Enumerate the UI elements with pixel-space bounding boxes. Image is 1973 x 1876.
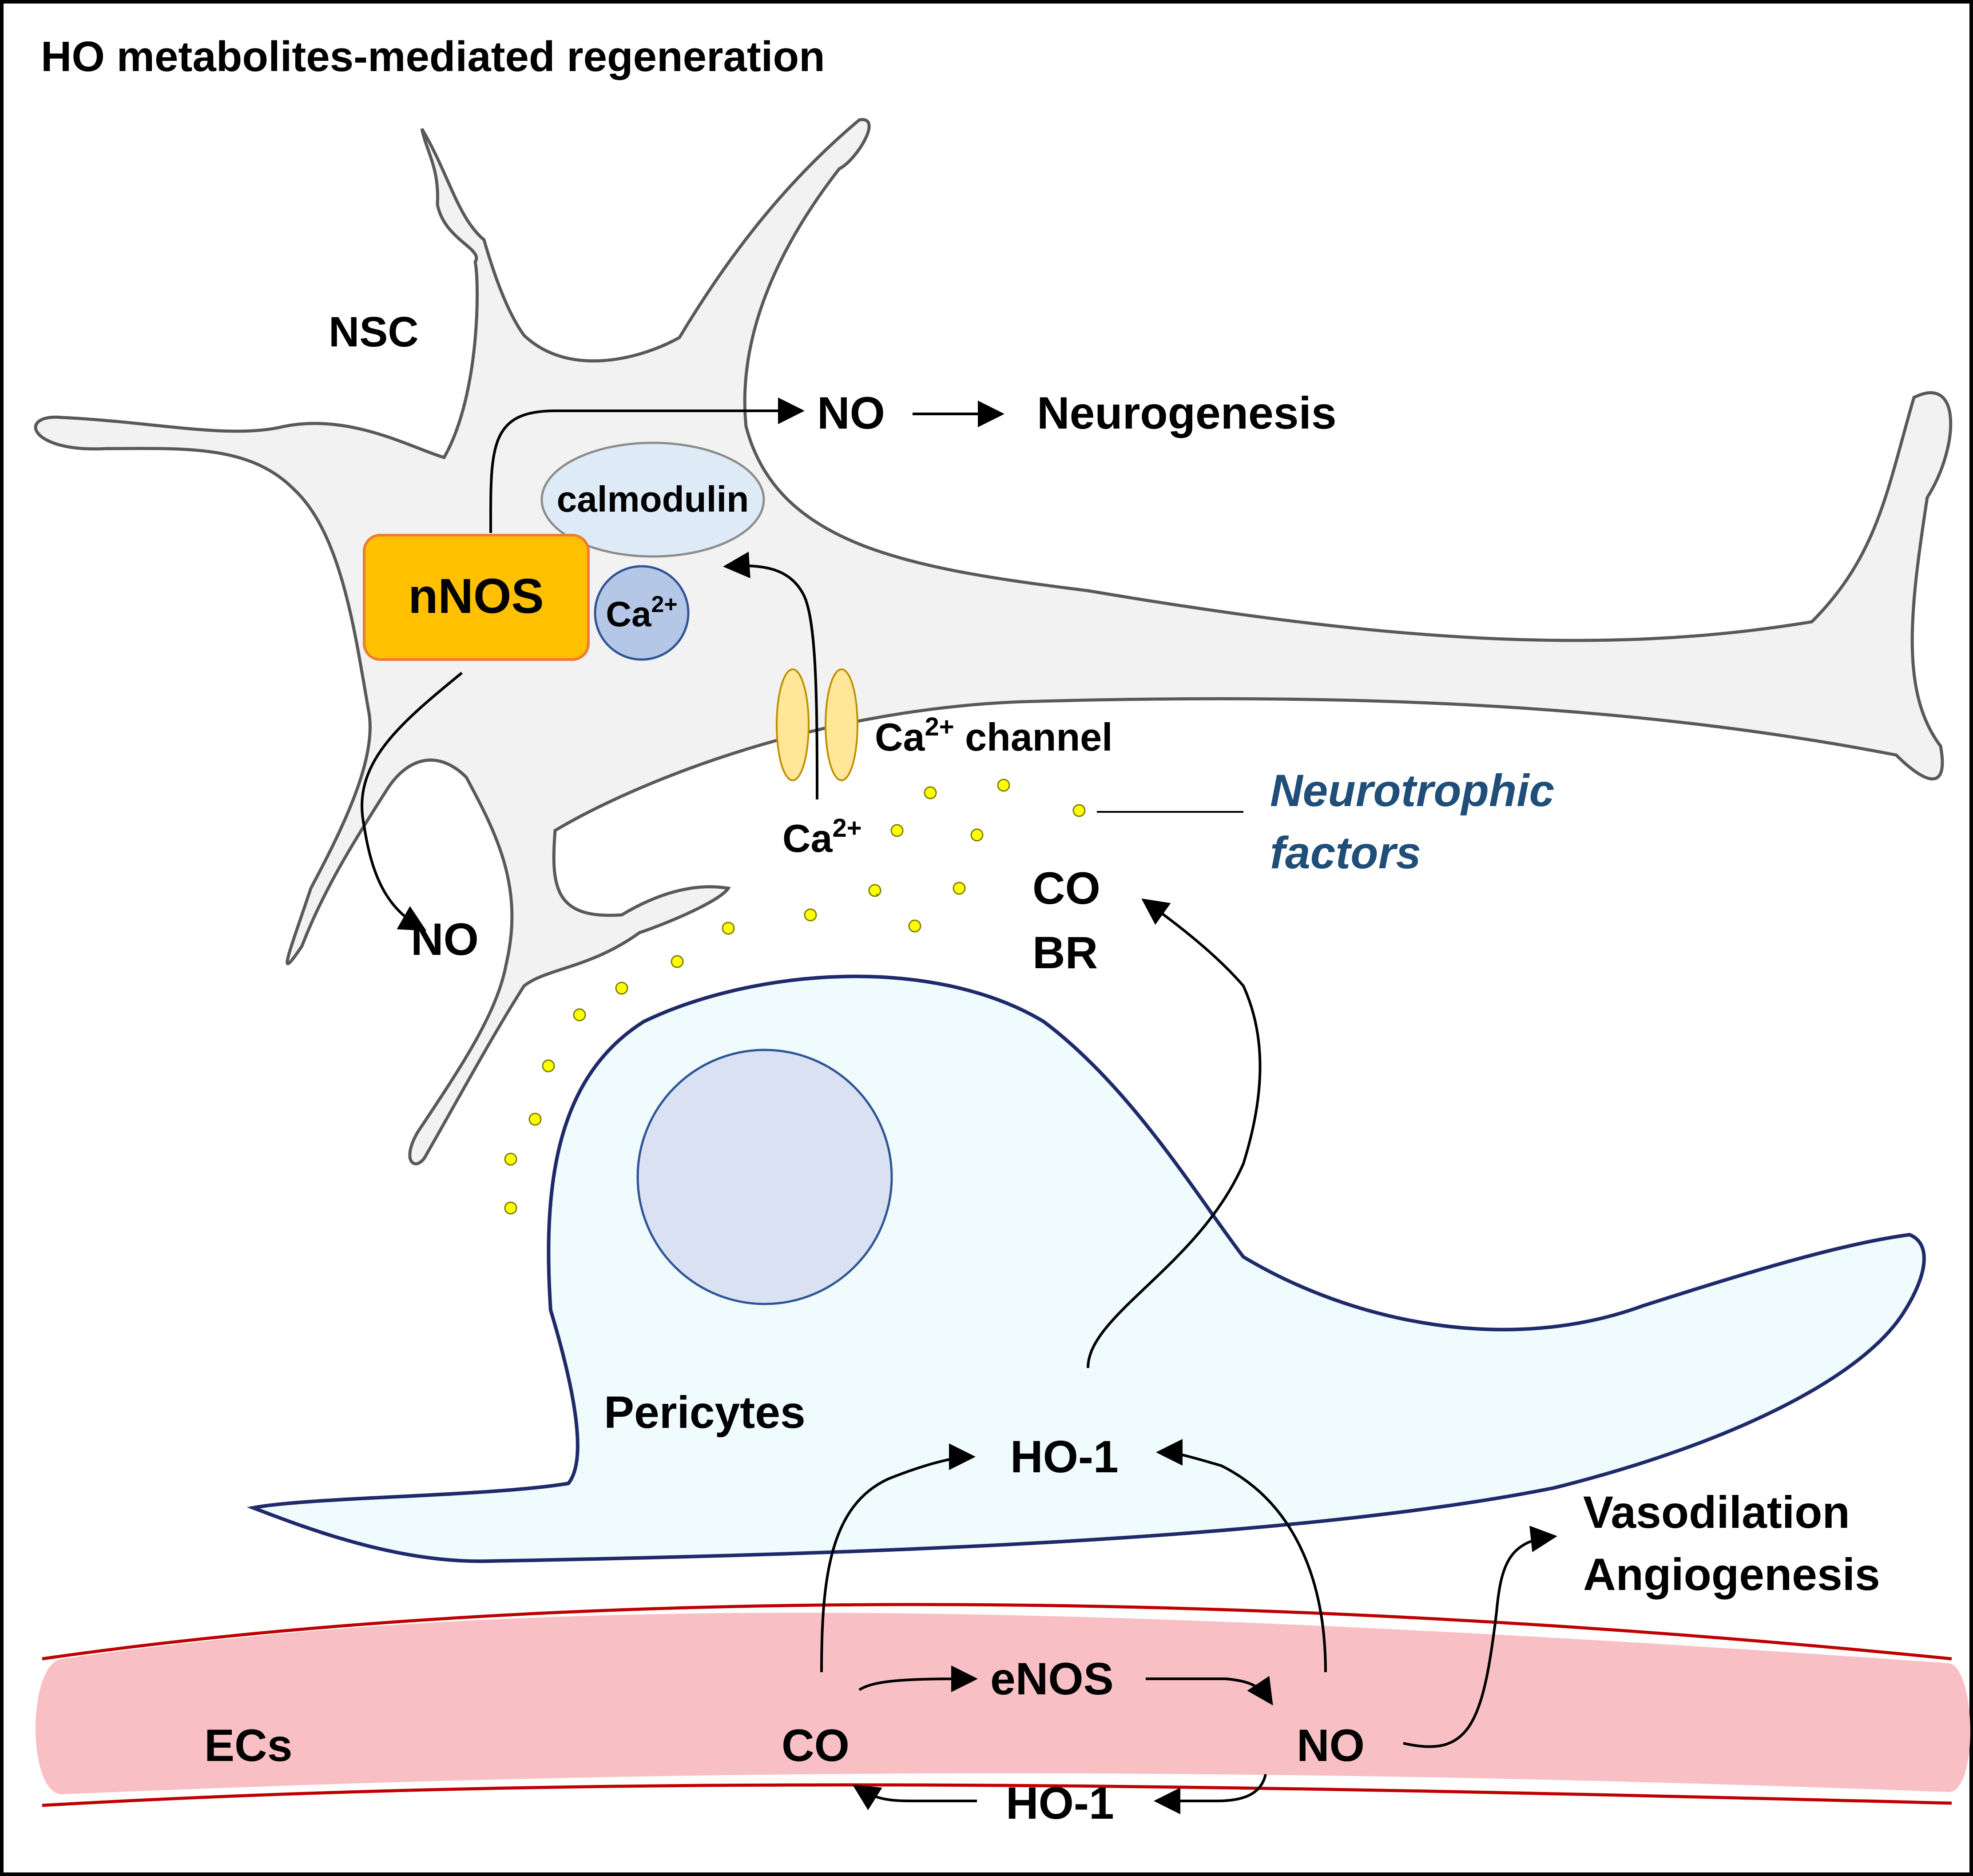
vessel-wall-top (42, 1603, 1952, 1661)
arrow-nnos-to-no-lower (361, 672, 463, 931)
calcium-extracellular-superscript: 2+ (833, 814, 862, 843)
arrow-enos-to-no (1146, 1676, 1273, 1705)
calcium-channel-right-subunit (825, 668, 858, 781)
nsc-cell-body (34, 118, 1953, 1165)
arrow-co-to-ho1 (820, 1443, 976, 1673)
no-label-lower: NO (411, 914, 479, 965)
neurotrophic-dot (890, 824, 904, 837)
calcium-channel-suffix: channel (954, 715, 1113, 759)
neurotrophic-dot (953, 882, 966, 895)
neurogenesis-label: Neurogenesis (1037, 388, 1337, 438)
neurotrophic-dot (542, 1059, 555, 1073)
calcium-extracellular-label: Ca2+ (782, 814, 862, 860)
neurotrophic-factors-line1: Neurotrophic (1270, 765, 1554, 816)
arrow-ho1-lower-to-co (852, 1785, 977, 1810)
enos-label: eNOS (990, 1653, 1114, 1704)
neurotrophic-dot (671, 955, 684, 968)
arrow-no-to-vasodilation (1403, 1526, 1557, 1748)
neurotrophic-dot (1072, 804, 1086, 817)
arrow-co-to-enos (858, 1665, 978, 1693)
ho1-label-vessel: HO-1 (1006, 1778, 1114, 1828)
calcium-extracellular-base: Ca (782, 816, 833, 860)
calcium-ion-circle (594, 565, 690, 661)
neurotrophic-dot (924, 786, 937, 799)
nnos-label: nNOS (408, 569, 544, 624)
no-label-vessel: NO (1297, 1720, 1365, 1771)
arrow-no-to-ho1-lower (1154, 1774, 1267, 1814)
nsc-label: NSC (329, 308, 419, 356)
arrow-nnos-to-no-neurogenesis (489, 397, 805, 533)
co-label-upper: CO (1032, 863, 1100, 914)
neurotrophic-dot (722, 922, 735, 935)
pericytes-label: Pericytes (604, 1387, 806, 1438)
neurotrophic-dot (997, 779, 1010, 792)
no-label-upper: NO (817, 388, 885, 438)
calcium-channel-base: Ca (875, 715, 925, 759)
vasodilation-label: Vasodilation (1583, 1487, 1850, 1538)
nnos-enzyme-box (363, 534, 590, 661)
calcium-channel-left-subunit (776, 668, 810, 781)
neurotrophic-dot (573, 1008, 586, 1021)
neurotrophic-dot (528, 1113, 542, 1126)
neurotrophic-factor-dots (504, 779, 1086, 1215)
calcium-channel-superscript: 2+ (925, 712, 954, 741)
neurotrophic-dot (504, 1201, 517, 1215)
vessel-wall-bottom (42, 1783, 1952, 1807)
arrow-no-to-ho1 (1156, 1439, 1327, 1673)
pericyte-nucleus (636, 1049, 893, 1305)
arrow-calcium-to-calmodulin (723, 552, 818, 800)
ho1-label-pericyte: HO-1 (1010, 1431, 1119, 1482)
neurotrophic-dot (804, 908, 817, 922)
neurotrophic-dot (615, 982, 628, 995)
arrow-ho1-to-co-br (1087, 898, 1262, 1368)
neurotrophic-factors-line2: factors (1270, 827, 1421, 878)
br-label: BR (1032, 927, 1098, 978)
co-label-lower: CO (782, 1720, 850, 1771)
endothelial-vessel-body (36, 1613, 1970, 1794)
calmodulin-label: calmodulin (557, 479, 749, 520)
neurotrophic-dot (868, 884, 881, 897)
calcium-ion-superscript: 2+ (651, 592, 677, 617)
neurotrophic-dot (504, 1153, 517, 1166)
ecs-label: ECs (204, 1720, 292, 1771)
neurotrophic-dot (970, 828, 984, 842)
calcium-channel-label: Ca2+ channel (875, 712, 1113, 759)
figure-title: HO metabolites-mediated regeneration (41, 33, 825, 80)
angiogenesis-label: Angiogenesis (1583, 1549, 1880, 1600)
neurotrophic-dot (908, 919, 921, 933)
calcium-ion-label: Ca2+ (606, 592, 678, 634)
calcium-ion-base: Ca (606, 594, 651, 634)
calmodulin-shape (540, 441, 765, 558)
